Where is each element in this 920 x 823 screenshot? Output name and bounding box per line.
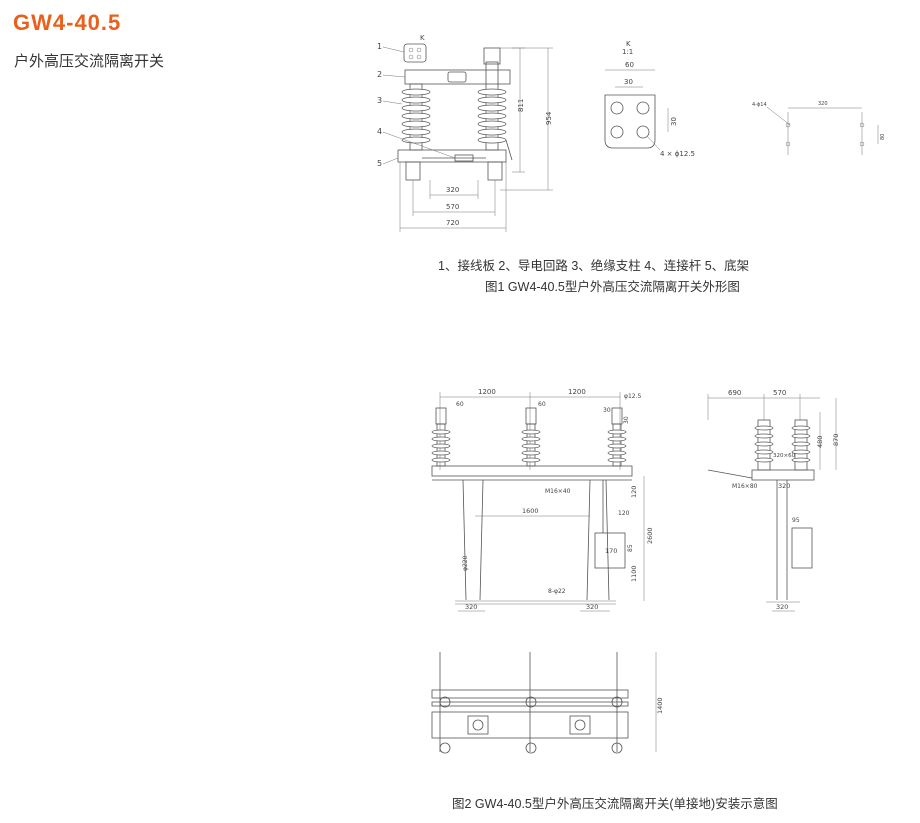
base-frame: [397, 149, 507, 163]
figure2-caption: 图2 GW4-40.5型户外高压交流隔离开关(单接地)安装示意图: [452, 797, 778, 811]
figure2-plan-view: 1400: [431, 652, 664, 754]
svg-text:1: 1: [377, 42, 382, 51]
svg-text:60: 60: [456, 401, 464, 408]
svg-text:95: 95: [792, 517, 800, 524]
svg-text:320: 320: [818, 101, 828, 107]
view-k-label: K: [420, 34, 425, 42]
svg-text:870: 870: [832, 434, 840, 446]
figure1-base-plate: 4-ϕ14 320 80: [752, 101, 886, 155]
svg-text:3: 3: [377, 96, 382, 105]
figure1-legend: 1、接线板 2、导电回路 3、绝缘支柱 4、连接杆 5、底架: [438, 259, 750, 273]
svg-text:1600: 1600: [522, 507, 539, 515]
insulator-right: [477, 47, 507, 151]
svg-text:M16×40: M16×40: [545, 488, 571, 495]
svg-text:1200: 1200: [478, 388, 496, 396]
dim-570: 570: [446, 203, 459, 211]
svg-text:30: 30: [603, 407, 611, 414]
svg-text:320: 320: [778, 482, 790, 490]
figure2-side-view: 690 570 480 870 320×60 M16×80 320 95 320: [707, 389, 840, 612]
dim-811: 811: [517, 99, 525, 112]
svg-text:1:1: 1:1: [622, 48, 633, 56]
svg-text:60: 60: [625, 61, 634, 69]
product-model-title: GW4-40.5: [13, 10, 122, 35]
svg-text:690: 690: [728, 389, 741, 397]
svg-text:320: 320: [465, 603, 477, 611]
svg-text:85: 85: [627, 544, 634, 552]
dim-954: 954: [545, 111, 553, 125]
dim-320: 320: [446, 186, 459, 194]
figure1-detail-k: K 1:1 60 30 30 4 × ϕ12.5 4-ϕ14 320 80 12…: [431, 40, 886, 754]
product-name-subtitle: 户外高压交流隔离开关: [14, 53, 165, 70]
svg-text:120: 120: [630, 486, 638, 498]
svg-text:5: 5: [377, 159, 382, 168]
svg-text:1200: 1200: [568, 388, 586, 396]
svg-text:170: 170: [605, 547, 617, 555]
svg-text:φ220: φ220: [462, 555, 469, 571]
svg-text:60: 60: [538, 401, 546, 408]
svg-text:320×60: 320×60: [773, 453, 796, 459]
front-pole-1: [431, 407, 451, 467]
svg-text:30: 30: [623, 416, 630, 424]
figure1-callouts: 1 2 3 4 5: [377, 42, 456, 168]
svg-text:4-ϕ14: 4-ϕ14: [752, 102, 767, 108]
svg-text:30: 30: [624, 78, 633, 86]
svg-text:φ12.5: φ12.5: [624, 393, 642, 400]
figure2-front-view: 1200 1200 φ12.5 60 60 30 30: [431, 388, 654, 612]
svg-text:1100: 1100: [630, 565, 638, 582]
svg-text:4 × ϕ12.5: 4 × ϕ12.5: [660, 150, 695, 158]
svg-text:1400: 1400: [656, 697, 664, 714]
svg-text:K: K: [626, 40, 631, 48]
front-pole-3: [607, 407, 627, 467]
svg-text:2: 2: [377, 70, 382, 79]
svg-text:320: 320: [776, 603, 788, 611]
terminal-plate: [403, 43, 427, 63]
svg-text:570: 570: [773, 389, 786, 397]
svg-text:320: 320: [586, 603, 598, 611]
dim-720: 720: [446, 219, 459, 227]
insulator-left: [401, 83, 431, 151]
figure1-elevation-view: K: [377, 34, 553, 232]
front-pole-2: [521, 407, 541, 467]
svg-text:80: 80: [880, 134, 886, 140]
svg-text:4: 4: [377, 127, 382, 136]
svg-text:120: 120: [618, 510, 630, 517]
svg-text:30: 30: [670, 117, 678, 126]
operating-mechanism: [594, 532, 626, 569]
svg-text:480: 480: [816, 436, 824, 448]
svg-text:8-φ22: 8-φ22: [548, 588, 566, 595]
figure1-caption: 图1 GW4-40.5型户外高压交流隔离开关外形图: [485, 280, 740, 294]
cross-beam: [431, 465, 633, 477]
svg-text:2600: 2600: [646, 527, 654, 544]
svg-text:M16×80: M16×80: [732, 483, 758, 490]
